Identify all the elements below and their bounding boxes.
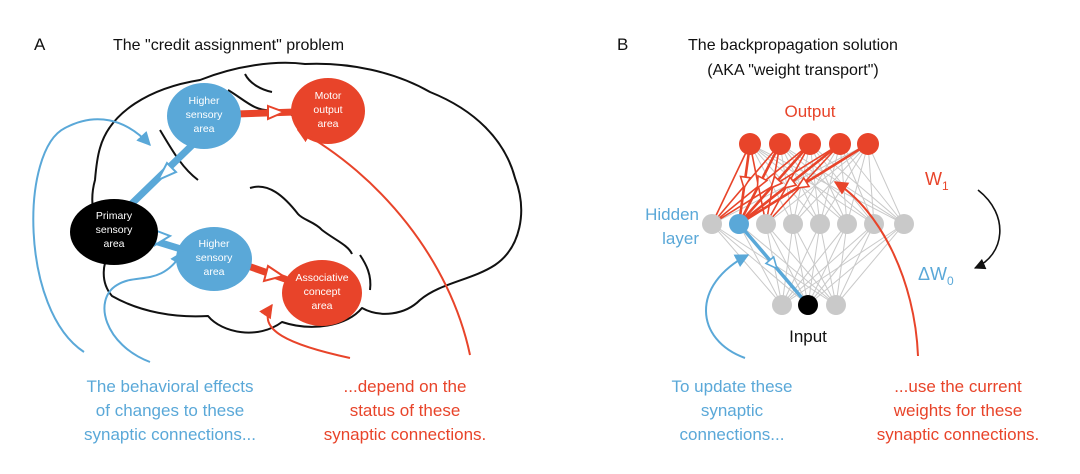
svg-text:area: area — [103, 238, 124, 250]
panel-b-pointer-arrows — [705, 181, 919, 359]
node-primary-sensory: Primary sensory area — [70, 199, 158, 265]
panel-a-letter: A — [34, 35, 46, 54]
svg-text:Higher: Higher — [189, 95, 220, 107]
gray-connection — [807, 223, 905, 306]
panel-a-title: The "credit assignment" problem — [113, 37, 344, 54]
panel-b-title-line1: The backpropagation solution — [688, 37, 898, 54]
hidden-node — [702, 214, 722, 234]
svg-text:of changes to these: of changes to these — [96, 401, 244, 420]
panel-b-caption-red: ...use the current weights for these syn… — [877, 377, 1040, 444]
gray-connection — [749, 143, 821, 225]
gray-connection — [781, 223, 821, 306]
svg-text:sensory: sensory — [196, 252, 234, 264]
svg-text:To update these: To update these — [672, 377, 793, 396]
panel-b-caption-blue: To update these synaptic connections... — [672, 377, 793, 444]
svg-text:W1: W1 — [925, 169, 949, 193]
gray-connection — [749, 143, 875, 225]
red-hollow-arrow — [739, 175, 752, 190]
gray-connection — [846, 143, 869, 225]
red-connection — [711, 143, 751, 225]
svg-text:area: area — [203, 266, 224, 278]
red-hollow-arrow — [756, 174, 769, 190]
hidden-label-line2: layer — [662, 229, 699, 248]
svg-text:synaptic: synaptic — [701, 401, 764, 420]
gray-connection — [765, 143, 869, 225]
input-label: Input — [789, 327, 827, 346]
hidden-node — [894, 214, 914, 234]
neural-network — [702, 133, 914, 315]
svg-text:sensory: sensory — [96, 224, 134, 236]
svg-text:output: output — [313, 104, 342, 116]
svg-text:area: area — [317, 118, 338, 130]
svg-text:Higher: Higher — [199, 238, 230, 250]
gray-connection — [867, 143, 905, 225]
hidden-node — [783, 214, 803, 234]
red-hollow-arrow — [769, 175, 784, 190]
output-node — [829, 133, 851, 155]
gray-connection — [792, 143, 869, 225]
svg-text:Associative: Associative — [295, 272, 348, 284]
svg-text:synaptic connections...: synaptic connections... — [84, 425, 256, 444]
panel-b-title-line2: (AKA "weight transport") — [707, 62, 878, 79]
input-node — [826, 295, 846, 315]
panel-a-caption-red: ...depend on the status of these synapti… — [324, 377, 487, 444]
blue-hollow-arrow — [764, 255, 779, 271]
dw0-label: ΔW0 — [918, 264, 954, 288]
svg-text:Motor: Motor — [315, 90, 342, 102]
svg-text:ΔW0: ΔW0 — [918, 264, 954, 288]
gray-connection — [807, 223, 875, 306]
red-hollow-arrow — [795, 176, 811, 190]
gray-connection — [835, 223, 875, 306]
gray-connection — [809, 143, 821, 225]
svg-text:...use the current: ...use the current — [894, 377, 1022, 396]
svg-text:connections...: connections... — [680, 425, 785, 444]
w1-to-dw0-arrow — [973, 189, 1001, 270]
panel-b-letter: B — [617, 35, 628, 54]
svg-text:area: area — [193, 123, 214, 135]
gray-connection — [779, 143, 848, 225]
output-node — [769, 133, 791, 155]
gray-connection — [809, 143, 848, 225]
panel-a-pointer-arrows — [32, 118, 471, 363]
svg-text:...depend on the: ...depend on the — [344, 377, 467, 396]
svg-text:Primary: Primary — [96, 210, 133, 222]
node-motor-output: Motor output area — [291, 78, 365, 144]
gray-connection — [749, 143, 848, 225]
svg-text:area: area — [311, 300, 332, 312]
hidden-node — [810, 214, 830, 234]
svg-text:The behavioral effects: The behavioral effects — [87, 377, 254, 396]
output-node — [739, 133, 761, 155]
gray-connection — [781, 223, 794, 306]
node-higher-sensory-bottom: Higher sensory area — [176, 227, 252, 291]
gray-connection — [738, 223, 783, 306]
input-node — [772, 295, 792, 315]
w1-label: W1 — [925, 169, 949, 193]
output-label: Output — [784, 102, 835, 121]
svg-text:status of these: status of these — [350, 401, 461, 420]
hidden-label-line1: Hidden — [645, 205, 699, 224]
svg-text:concept: concept — [304, 286, 341, 298]
hidden-node — [837, 214, 857, 234]
node-higher-sensory-top: Higher sensory area — [167, 83, 241, 149]
red-hollow-arrow — [782, 175, 798, 190]
gray-connection — [781, 223, 848, 306]
panel-a-caption-blue: The behavioral effects of changes to the… — [84, 377, 256, 444]
hidden-node — [756, 214, 776, 234]
gray-connection — [779, 143, 875, 225]
gray-connection — [867, 143, 875, 225]
output-node — [799, 133, 821, 155]
svg-text:synaptic connections.: synaptic connections. — [877, 425, 1040, 444]
gray-connection — [835, 223, 905, 306]
svg-text:synaptic connections.: synaptic connections. — [324, 425, 487, 444]
svg-text:sensory: sensory — [186, 109, 224, 121]
node-associative-concept: Associative concept area — [282, 260, 362, 326]
gray-connection — [781, 223, 905, 306]
input-node-active — [798, 295, 818, 315]
hidden-node-active — [729, 214, 749, 234]
output-node — [857, 133, 879, 155]
svg-text:weights for these: weights for these — [893, 401, 1023, 420]
